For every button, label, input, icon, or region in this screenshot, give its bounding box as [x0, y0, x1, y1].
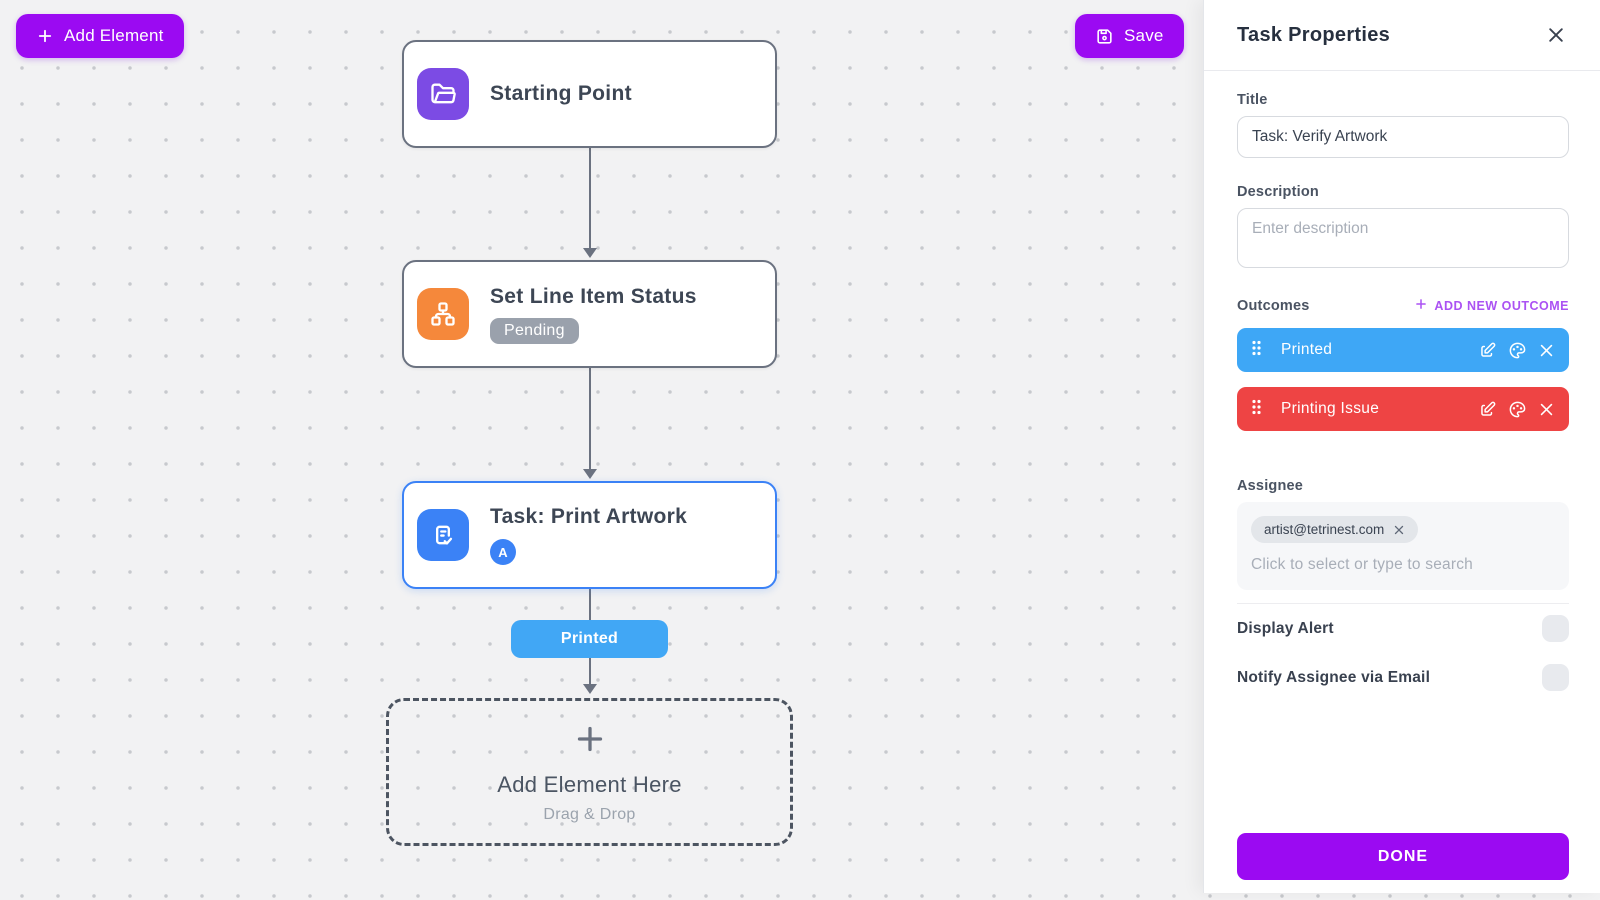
- notify-email-label: Notify Assignee via Email: [1237, 668, 1431, 686]
- panel-title: Task Properties: [1237, 23, 1391, 46]
- remove-outcome-icon[interactable]: [1538, 401, 1555, 418]
- node-title: Set Line Item Status: [490, 284, 697, 308]
- node-title: Starting Point: [490, 82, 632, 105]
- drag-handle-icon[interactable]: [1251, 340, 1262, 361]
- connector-arrow-3: [583, 684, 597, 694]
- palette-icon[interactable]: [1508, 400, 1527, 419]
- sitemap-icon: [417, 288, 469, 340]
- connector-line-1: [589, 148, 591, 250]
- add-element-label: Add Element: [64, 26, 164, 45]
- title-field-label: Title: [1237, 92, 1268, 108]
- panel-body: Title Description Outcomes ADD NEW OUTCO…: [1204, 71, 1600, 702]
- drop-zone-subtitle: Drag & Drop: [543, 805, 636, 823]
- add-new-outcome-label: ADD NEW OUTCOME: [1434, 298, 1569, 313]
- task-check-icon: [417, 509, 469, 561]
- plus-icon: [572, 721, 608, 762]
- node-set-line-item-status[interactable]: Set Line Item Status Pending: [402, 260, 777, 368]
- save-label: Save: [1124, 26, 1164, 45]
- edit-icon[interactable]: [1478, 341, 1497, 360]
- notify-email-checkbox[interactable]: [1542, 664, 1569, 691]
- assignee-initial-badge: A: [490, 539, 516, 565]
- remove-assignee-icon[interactable]: [1393, 524, 1405, 536]
- node-starting-point[interactable]: Starting Point: [402, 40, 777, 148]
- outcome-row-printing-issue[interactable]: Printing Issue: [1237, 387, 1569, 431]
- title-input[interactable]: [1237, 116, 1569, 158]
- assignee-chip-label: artist@tetrinest.com: [1264, 522, 1385, 537]
- palette-icon[interactable]: [1508, 341, 1527, 360]
- plus-icon: [36, 27, 54, 45]
- connector-arrow-2: [583, 469, 597, 479]
- section-divider: [1237, 603, 1569, 604]
- status-badge: Pending: [490, 317, 579, 344]
- assignee-label: Assignee: [1237, 478, 1304, 494]
- save-button[interactable]: Save: [1075, 14, 1184, 58]
- add-element-drop-zone[interactable]: Add Element Here Drag & Drop: [386, 698, 793, 846]
- outcome-row-printed[interactable]: Printed: [1237, 328, 1569, 372]
- display-alert-checkbox[interactable]: [1542, 615, 1569, 642]
- description-textarea[interactable]: [1237, 208, 1569, 268]
- display-alert-row: Display Alert: [1237, 604, 1569, 653]
- close-icon[interactable]: [1544, 23, 1568, 47]
- done-button[interactable]: DONE: [1237, 833, 1569, 880]
- drop-zone-title: Add Element Here: [497, 771, 682, 797]
- outcomes-label: Outcomes: [1237, 297, 1310, 314]
- description-field-label: Description: [1237, 184, 1319, 200]
- remove-outcome-icon[interactable]: [1538, 342, 1555, 359]
- display-alert-label: Display Alert: [1237, 619, 1334, 637]
- assignee-select[interactable]: artist@tetrinest.com Click to select or …: [1237, 502, 1569, 590]
- connector-arrow-1: [583, 248, 597, 258]
- outcome-label: Printed: [1281, 341, 1333, 358]
- edge-label-printed[interactable]: Printed: [511, 620, 668, 658]
- save-icon: [1095, 27, 1114, 46]
- drag-handle-icon[interactable]: [1251, 399, 1262, 420]
- assignee-search-placeholder[interactable]: Click to select or type to search: [1251, 556, 1473, 573]
- notify-email-row: Notify Assignee via Email: [1237, 653, 1569, 702]
- add-element-button[interactable]: Add Element: [16, 14, 184, 58]
- edit-icon[interactable]: [1478, 400, 1497, 419]
- assignee-chip: artist@tetrinest.com: [1251, 516, 1419, 543]
- connector-line-2: [589, 368, 591, 471]
- panel-header: Task Properties: [1204, 0, 1600, 71]
- folder-open-icon: [417, 68, 469, 120]
- add-new-outcome-button[interactable]: ADD NEW OUTCOME: [1414, 297, 1569, 314]
- node-task-print-artwork[interactable]: Task: Print Artwork A: [402, 481, 777, 589]
- outcome-label: Printing Issue: [1281, 400, 1380, 417]
- task-properties-panel: Task Properties Title Description Outcom…: [1203, 0, 1600, 893]
- plus-icon: [1414, 297, 1428, 314]
- node-title: Task: Print Artwork: [490, 505, 688, 528]
